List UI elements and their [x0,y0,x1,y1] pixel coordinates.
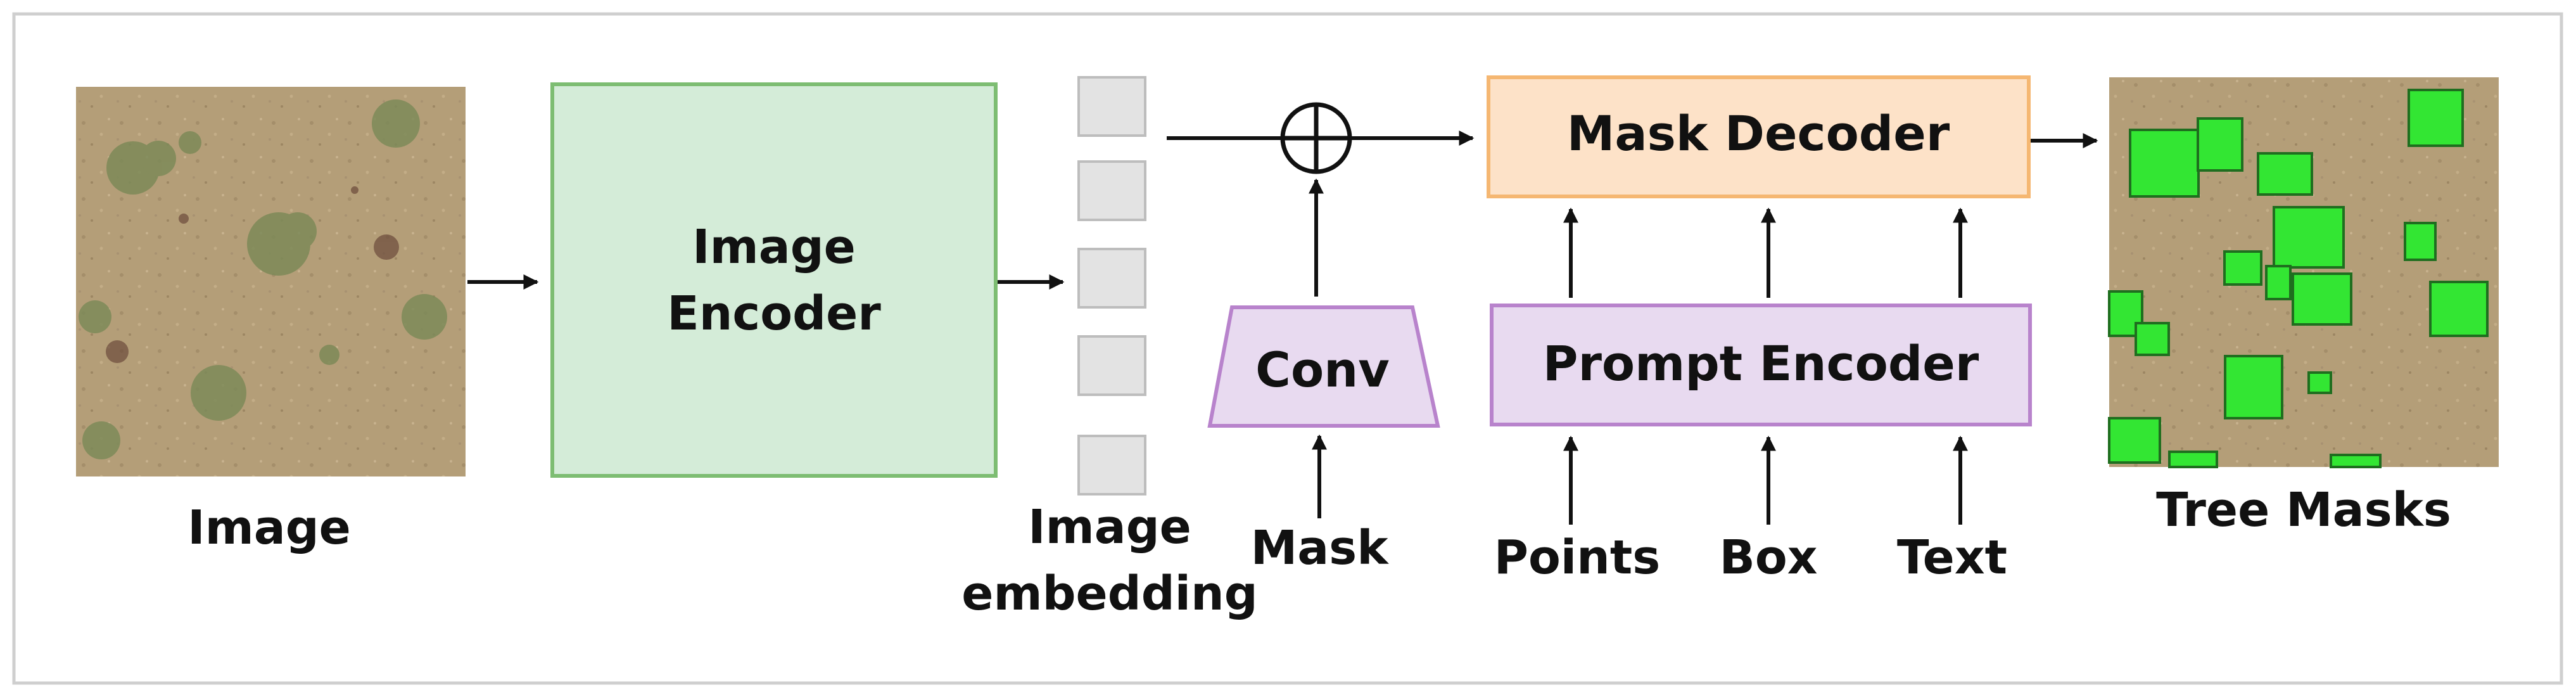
image-embedding-label-line1: Image [1028,500,1191,554]
tree-mask [2429,281,2489,337]
conv-label: Conv [1255,342,1390,398]
embedding-token [1077,435,1146,496]
points-input-label: Points [1494,530,1661,585]
prompt-encoder-block [1490,304,2032,426]
conv-block [1207,305,1440,428]
output-tree-masks-image [2108,77,2499,468]
embedding-token [1077,248,1146,309]
tree-mask [2307,371,2332,394]
text-input-label: Text [1897,530,2007,585]
image-encoder-block [550,82,998,478]
tree-mask [2197,117,2243,172]
tree-mask [2265,265,2292,300]
tree-mask [2135,322,2170,356]
tree-mask [2404,222,2437,261]
mask-decoder-block [1487,75,2031,198]
embedding-token [1077,160,1146,221]
mask-input-label: Mask [1251,521,1390,575]
tree-mask [2408,89,2464,147]
prompt-encoder-label: Prompt Encoder [1543,335,1979,392]
input-image-label: Image [187,501,351,555]
tree-mask [2273,206,2345,269]
tree-mask [2223,250,2262,286]
embedding-token [1077,335,1146,396]
elementwise-sum-icon [1280,102,1352,174]
image-encoder-label-line2: Encoder [667,286,881,341]
tree-mask [2224,355,2283,419]
image-encoder-label-line1: Image [692,220,856,274]
tree-mask-group [2108,89,2489,468]
box-input-label: Box [1720,530,1818,585]
tree-mask [2330,454,2382,468]
output-tree-masks-label: Tree Masks [2156,483,2451,537]
tree-mask [2129,129,2200,198]
mask-decoder-label: Mask Decoder [1567,105,1950,162]
tree-mask [2168,451,2218,468]
image-embedding-stack [1077,76,1146,496]
input-aerial-image [76,87,466,476]
embedding-token [1077,76,1146,137]
image-embedding-label-line2: embedding [961,566,1257,621]
tree-mask [2257,152,2313,196]
tree-mask [2292,272,2352,326]
shrub-cluster [79,99,447,459]
tree-mask [2108,417,2161,464]
